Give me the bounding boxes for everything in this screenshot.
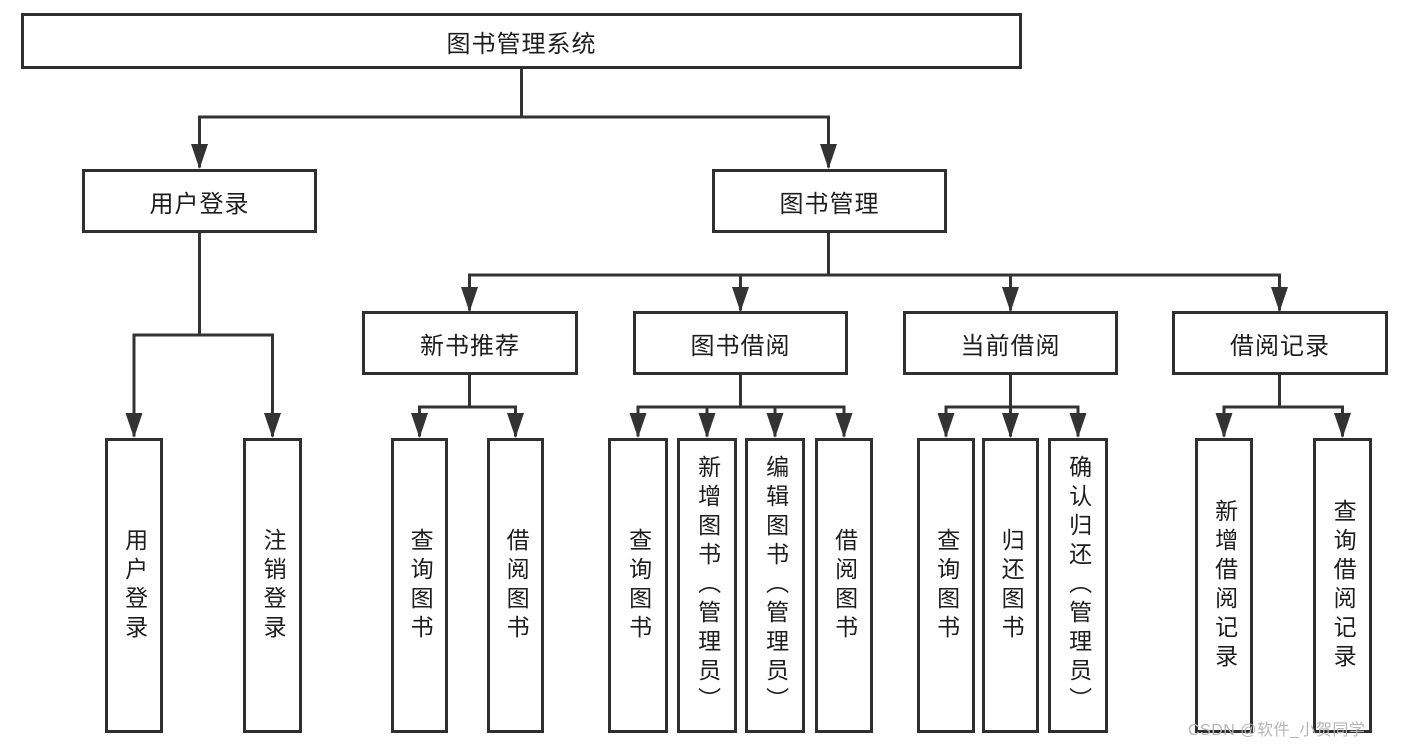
leaf-label: 查询图书 [625, 527, 652, 644]
connector-user-login-to-leaves [125, 231, 281, 438]
csdn-watermark: CSDN @软件_小贺同学 [1188, 722, 1366, 739]
leaf-label: 借阅图书 [503, 527, 530, 644]
leaf-user-login: 用户登录 [105, 438, 163, 733]
leaf-label: 新增图书（管理员） [694, 455, 721, 716]
leaf-label: 确认归还（管理员） [1065, 455, 1092, 716]
node-label: 图书借阅 [690, 332, 791, 360]
leaf-label: 查询借阅记录 [1330, 498, 1357, 673]
arrowhead [766, 413, 784, 438]
node-label: 图书管理 [779, 190, 880, 218]
arrowhead [411, 413, 428, 438]
arrowhead [1002, 287, 1019, 312]
node-label: 当前借阅 [960, 332, 1061, 360]
node-label: 借阅记录 [1230, 332, 1330, 360]
node-borrowing-records: 借阅记录 [1172, 311, 1388, 375]
arrowhead [507, 413, 524, 438]
leaf-label: 归还图书 [998, 527, 1025, 644]
arrowhead [461, 287, 478, 312]
node-current-borrowing: 当前借阅 [903, 311, 1118, 375]
leaf-borrow-books-recommendation: 借阅图书 [487, 438, 544, 733]
leaf-label: 编辑图书（管理员） [762, 455, 789, 716]
node-library-management-system: 图书管理系统 [21, 13, 1022, 69]
node-label: 新书推荐 [420, 332, 520, 360]
leaf-label: 借阅图书 [831, 527, 858, 644]
node-user-login: 用户登录 [82, 169, 317, 233]
node-book-borrowing: 图书借阅 [633, 311, 848, 375]
connector-current-borrowing-to-leaves [937, 373, 1087, 438]
arrowhead [125, 413, 143, 438]
leaf-logout: 注销登录 [243, 438, 302, 733]
arrowhead [629, 413, 647, 438]
leaf-confirm-return-admin: 确认归还（管理员） [1048, 438, 1108, 733]
arrowhead [1002, 413, 1019, 438]
node-book-management: 图书管理 [712, 169, 947, 233]
leaf-label: 注销登录 [260, 527, 287, 644]
node-new-book-recommendation: 新书推荐 [362, 311, 578, 375]
leaf-add-borrow-record: 新增借阅记录 [1195, 438, 1253, 733]
leaf-label: 查询图书 [407, 527, 434, 644]
arrowhead [191, 144, 208, 169]
node-label: 图书管理系统 [446, 30, 597, 58]
leaf-edit-book-admin: 编辑图书（管理员） [745, 438, 805, 733]
leaf-add-book-admin: 新增图书（管理员） [677, 438, 737, 733]
connector-book-borrowing-to-leaves [629, 373, 853, 438]
leaf-query-books-borrowing: 查询图书 [608, 438, 668, 733]
leaf-query-books-current: 查询图书 [917, 438, 975, 733]
connector-book-management-to-level3 [461, 231, 1288, 312]
arrowhead [1069, 413, 1087, 438]
arrowhead [698, 413, 716, 438]
leaf-label: 用户登录 [121, 527, 148, 644]
connector-new-book-recommendation-to-leaves [411, 373, 524, 438]
leaf-return-book: 归还图书 [982, 438, 1039, 733]
leaf-label: 新增借阅记录 [1211, 498, 1238, 673]
arrowhead [1271, 287, 1288, 312]
arrowhead [732, 287, 749, 312]
leaf-label: 查询图书 [933, 527, 960, 644]
arrowhead [937, 413, 955, 438]
leaf-query-books-recommendation: 查询图书 [391, 438, 448, 733]
node-label: 用户登录 [149, 190, 250, 218]
arrowhead [264, 413, 281, 438]
arrowhead [835, 413, 853, 438]
arrowhead [1215, 413, 1233, 438]
leaf-query-borrow-record: 查询借阅记录 [1313, 438, 1372, 733]
connector-root-to-level2 [191, 67, 837, 169]
arrowhead [1334, 413, 1351, 438]
leaf-borrow-books-borrowing: 借阅图书 [815, 438, 873, 733]
arrowhead [820, 144, 837, 169]
connector-borrowing-records-to-leaves [1215, 373, 1351, 438]
